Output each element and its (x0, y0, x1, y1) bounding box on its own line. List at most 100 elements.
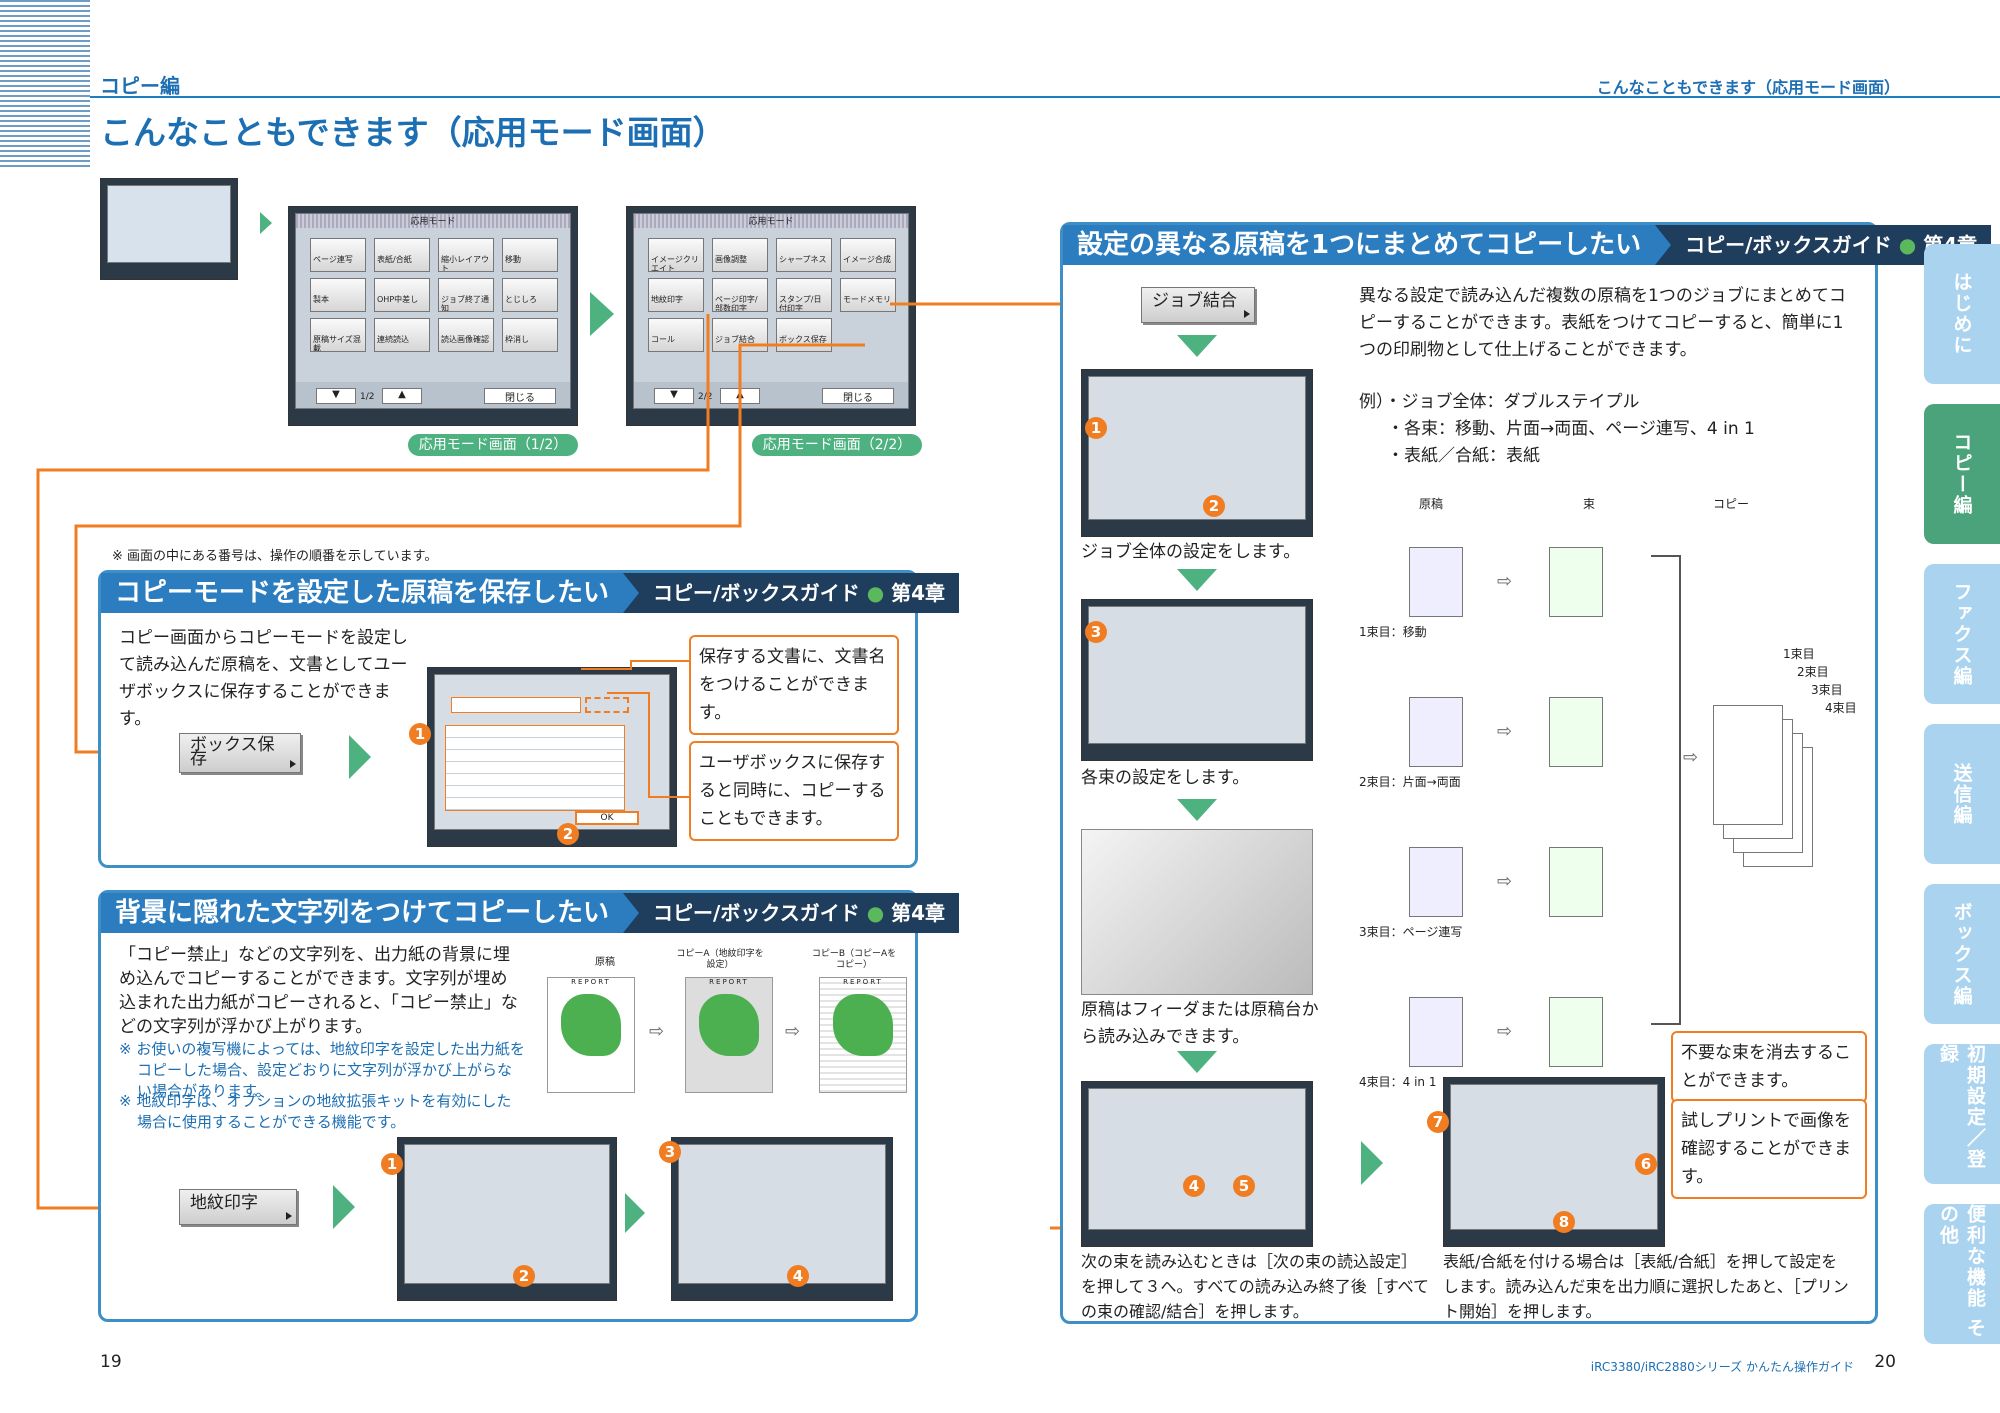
down-arrow-3 (1177, 799, 1217, 821)
mode-item[interactable]: ジョブ終了通知 (438, 278, 494, 312)
mode-item[interactable]: 枠消し (502, 318, 558, 352)
row-arrow-icon: ⇨ (1497, 1021, 1513, 1042)
stack-label: 1束目 (1783, 647, 1815, 661)
section-title-watermark: 背景に隠れた文字列をつけてコピーしたい (101, 893, 624, 933)
doc-original: REPORT (547, 977, 635, 1093)
guide-ref-1: コピー/ボックスガイド ● 第4章 (639, 573, 960, 613)
close-button-2[interactable]: 閉じる (822, 388, 894, 404)
down-arrow-4 (1177, 1051, 1217, 1073)
stack-label: 2束目 (1797, 665, 1829, 679)
connector-watermark (36, 314, 710, 1210)
screen-title: 応用モード (296, 214, 570, 228)
watermark-button[interactable]: 地紋印字 (179, 1189, 297, 1225)
step5-text: 表紙/合紙を付ける場合は［表紙/合紙］を押して設定をします。読み込んだ束を出力順… (1443, 1252, 1849, 1321)
mode-item[interactable]: 地紋印字 (648, 278, 704, 312)
page-up-button[interactable]: ▲ (382, 388, 422, 404)
fig-label-original: 原稿 (595, 957, 615, 968)
example-list: 例）・ジョブ全体：ダブルステイプル・各束：移動、片面→両面、ページ連写、4 in… (1359, 389, 1859, 470)
row-batch-thumb (1549, 697, 1603, 767)
side-tab[interactable]: コピー編 (1924, 404, 2000, 544)
next-batch-screen (1081, 1081, 1313, 1247)
down-arrow-1 (1177, 335, 1217, 357)
copy-screen-thumb (100, 178, 238, 280)
report-text-1: REPORT (571, 978, 611, 986)
job-combine-button[interactable]: ジョブ結合 (1141, 287, 1255, 323)
example-line: 例）・ジョブ全体：ダブルステイプル (1359, 392, 1640, 412)
row-original-thumb (1409, 847, 1463, 917)
mode-item[interactable]: 移動 (502, 238, 558, 272)
mode-item[interactable]: 画像調整 (712, 238, 768, 272)
mode-item[interactable]: 連続読込 (374, 318, 430, 352)
mode-item[interactable]: シャープネス (776, 238, 832, 272)
watermark-description: 「コピー禁止」などの文字列を、出力紙の背景に埋め込んでコピーすることができます。… (119, 945, 518, 1037)
side-tab[interactable]: 送信編 (1924, 724, 2000, 864)
flow-arrow-sec1 (349, 735, 371, 779)
side-tab[interactable]: はじめに (1924, 244, 2000, 384)
mode-item[interactable]: イメージクリエイト (648, 238, 704, 272)
row-batch-thumb (1549, 997, 1603, 1067)
flow-arrow-sec2 (333, 1185, 355, 1229)
guide-2-name: コピー/ボックスガイド (653, 901, 860, 925)
side-tab[interactable]: 初期設定／登録 (1924, 1044, 2000, 1184)
product-name: iRC3380/iRC2880シリーズ かんたん操作ガイド (1590, 1360, 1854, 1374)
report-text-3: REPORT (843, 978, 883, 986)
section-header-job: 設定の異なる原稿を1つにまとめてコピーしたい コピー/ボックスガイド ● 第4章 (1063, 225, 1992, 265)
side-tab[interactable]: ボックス編 (1924, 884, 2000, 1024)
screen2-grid: イメージクリエイト画像調整シャープネスイメージ合成地紋印字ページ印字/部数印字ス… (648, 238, 898, 368)
side-tab[interactable]: 便利な機能 その他 (1924, 1204, 2000, 1344)
connector-box-save (74, 343, 865, 754)
step-8-badge-job: 8 (1553, 1211, 1575, 1233)
section-box-save: コピーモードを設定した原稿を保存したい コピー/ボックスガイド ● 第4章 コピ… (98, 570, 960, 868)
mode-item[interactable]: OHP中差し (374, 278, 430, 312)
header-rule (90, 96, 2000, 98)
callout-copy-simultaneous: ユーザボックスに保存すると同時に、コピーすることもできます。 (689, 741, 899, 841)
doc-name-field[interactable] (451, 697, 581, 713)
scanner-illustration (1081, 829, 1313, 995)
section-title-job: 設定の異なる原稿を1つにまとめてコピーしたい (1063, 225, 1656, 265)
row-original-thumb (1409, 997, 1463, 1067)
row-arrow-icon: ⇨ (1497, 871, 1513, 892)
step4-text: 次の束を読み込むときは［次の束の読込設定］を押して３へ。すべての読み込み終了後［… (1081, 1252, 1430, 1321)
page-title: こんなこともできます（応用モード画面） (100, 113, 726, 152)
watermark-screen-2 (671, 1137, 893, 1301)
step-2-badge-wm: 2 (513, 1265, 535, 1287)
mode-item[interactable]: 原稿サイズ混載 (310, 318, 366, 352)
page-indicator-2: 2/2 (698, 392, 713, 402)
close-button-1[interactable]: 閉じる (484, 388, 556, 404)
step-2-badge-job: 2 (1203, 495, 1225, 517)
mode-item[interactable]: モードメモリ (840, 278, 896, 312)
mode-item[interactable]: ページ印字/部数印字 (712, 278, 768, 312)
box-save-description: コピー画面からコピーモードを設定して読み込んだ原稿を、文書としてユーザボックスに… (119, 628, 408, 729)
col-original: 原稿 (1419, 497, 1444, 511)
row-original-thumb (1409, 547, 1463, 617)
mode-item[interactable]: 読込画像確認 (438, 318, 494, 352)
guide-1-name: コピー/ボックスガイド (653, 581, 860, 605)
ok-button[interactable]: OK (575, 811, 639, 825)
step-1-badge-job: 1 (1085, 417, 1107, 439)
step-4-badge-wm: 4 (787, 1265, 809, 1287)
mode-item[interactable]: ページ連写 (310, 238, 366, 272)
stack-sheet (1713, 705, 1783, 825)
step2-text: 各束の設定をします。 (1081, 768, 1250, 788)
mode-item[interactable]: スタンプ/日付印字 (776, 278, 832, 312)
section-header-watermark: 背景に隠れた文字列をつけてコピーしたい コピー/ボックスガイド ● 第4章 (101, 893, 960, 933)
stack-label: 3束目 (1811, 683, 1843, 697)
mode-item[interactable]: イメージ合成 (840, 238, 896, 272)
flow-arrow-1 (260, 212, 272, 234)
box-save-button[interactable]: ボックス保存 (179, 733, 301, 773)
applied-mode-screen-2: 応用モード イメージクリエイト画像調整シャープネスイメージ合成地紋印字ページ印字… (626, 206, 916, 426)
row-label: 4束目：4 in 1 (1359, 1075, 1437, 1089)
mode-item[interactable]: コール (648, 318, 704, 352)
page-down-button-2[interactable]: ▼ (654, 388, 694, 404)
page-number-right: 20 (1874, 1352, 1896, 1372)
mode-item[interactable]: とじしろ (502, 278, 558, 312)
watermark-note-2: ※ 地紋印字は、オプションの地紋拡張キットを有効にした場合に使用することができる… (119, 1092, 512, 1131)
mode-item[interactable]: 表紙/合紙 (374, 238, 430, 272)
mode-item[interactable]: 縮小レイアウト (438, 238, 494, 272)
step-5-badge-job: 5 (1233, 1175, 1255, 1197)
page-down-button[interactable]: ▼ (316, 388, 356, 404)
side-tab[interactable]: ファクス編 (1924, 564, 2000, 704)
arrow-icon-1: ⇨ (649, 1021, 665, 1042)
mode-item[interactable]: 製本 (310, 278, 366, 312)
